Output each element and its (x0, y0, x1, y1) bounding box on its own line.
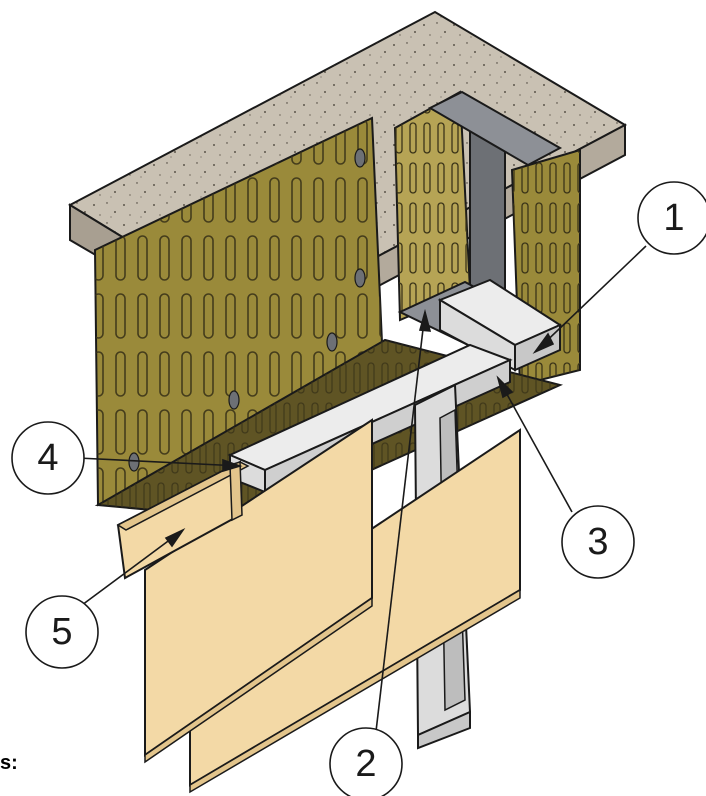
dowel-2 (354, 268, 366, 288)
leader-2 (374, 311, 426, 741)
leader-5 (81, 529, 184, 606)
vertical-profile-end (417, 710, 471, 750)
dowel-5 (128, 452, 140, 472)
dowel-1 (354, 148, 366, 168)
dowel-4 (228, 390, 240, 410)
callout-3-label: 3 (587, 521, 608, 563)
leader-3 (497, 377, 573, 513)
leader-lines (77, 245, 647, 741)
caption-fragment: s: (0, 752, 18, 774)
board-rear-edge (189, 588, 521, 794)
callout-4-label: 4 (37, 437, 58, 479)
arrowhead-5 (164, 528, 186, 548)
callout-4: 4 (11, 421, 85, 495)
callout-2: 2 (329, 727, 403, 796)
board-strip-end (229, 461, 243, 522)
arrowhead-2 (418, 308, 432, 332)
dowel-3 (326, 332, 338, 352)
board-front-edge (144, 596, 373, 764)
insulation-beam-wrap (393, 90, 581, 387)
callout-2-label: 2 (355, 743, 376, 785)
callout-1: 1 (637, 181, 706, 255)
board-strip-top (116, 461, 250, 531)
arrowhead-3 (496, 375, 514, 399)
leader-1 (534, 245, 647, 353)
arrowhead-4 (222, 458, 243, 473)
board-cladding (116, 418, 521, 794)
beam-top-flange (427, 90, 563, 167)
callout-5: 5 (25, 595, 99, 669)
callout-1-label: 1 (663, 197, 684, 239)
callout-3: 3 (561, 505, 635, 579)
leader-4 (77, 457, 241, 467)
arrowhead-1 (532, 332, 555, 354)
callout-5-label: 5 (51, 611, 72, 653)
